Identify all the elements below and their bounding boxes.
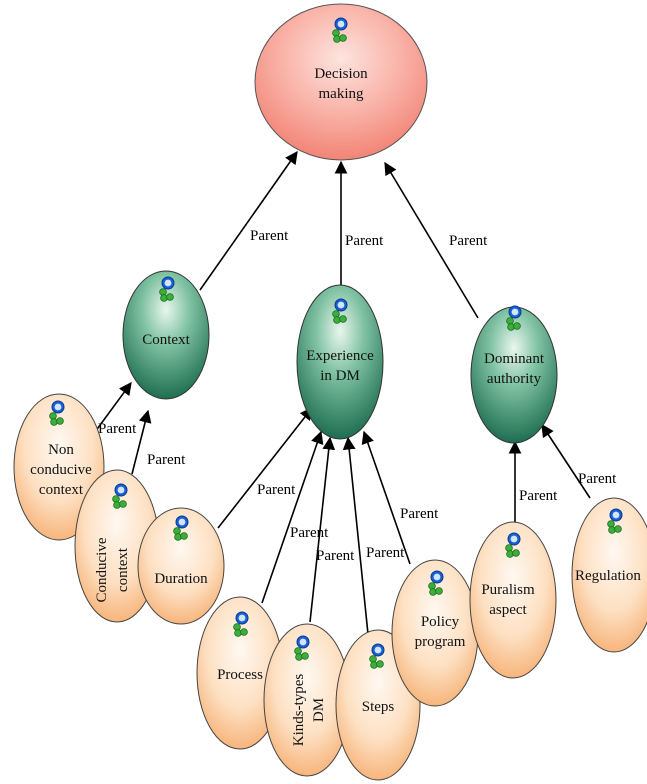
- node-label: context: [115, 547, 131, 592]
- edge-label: Parent: [290, 525, 329, 541]
- node-process[interactable]: Process: [196, 596, 284, 750]
- node-regulation[interactable]: Regulation: [571, 497, 647, 653]
- node-puralism-aspect[interactable]: Puralism aspect: [469, 521, 557, 679]
- edge-process-experience: [261, 430, 324, 604]
- edge-label: Parent: [519, 488, 558, 504]
- edge-dominant-root: [384, 161, 479, 319]
- edge-regulation-dominant: [541, 423, 591, 499]
- edge-label: Parent: [400, 506, 439, 522]
- node-label: in DM: [320, 368, 360, 384]
- edge-label: Parent: [449, 233, 488, 249]
- node-label: Steps: [362, 699, 395, 715]
- edge-label: Parent: [250, 228, 289, 244]
- node-policy-program[interactable]: Policy program: [391, 559, 479, 707]
- node-decision-making[interactable]: Decision making: [254, 3, 428, 161]
- node-label: DM: [311, 698, 327, 722]
- edge-policy-experience: [361, 430, 411, 565]
- edge-kinds-experience: [309, 436, 336, 623]
- node-label: Decision: [314, 66, 368, 82]
- node-label: Regulation: [575, 568, 641, 584]
- edge-label: Parent: [147, 452, 186, 468]
- node-label: Policy: [421, 614, 460, 630]
- edge-duration-experience: [217, 406, 313, 529]
- edge-steps-experience: [342, 436, 369, 635]
- node-duration[interactable]: Duration: [137, 507, 225, 625]
- node-label: context: [39, 482, 84, 498]
- edge-conducive-context: [131, 409, 152, 475]
- edge-label: Parent: [366, 545, 405, 561]
- edge-nonconducive-context: [91, 381, 132, 437]
- node-label: Conducive: [94, 537, 110, 602]
- node-non-conducive-context[interactable]: Non conducive context: [13, 393, 105, 541]
- node-label: conducive: [30, 462, 92, 478]
- node-conducive-context[interactable]: Conducive context: [74, 469, 160, 623]
- edge-labels: Parent Parent Parent Parent Parent Paren…: [98, 228, 617, 564]
- edge-context-root: [199, 150, 298, 291]
- node-label: Puralism: [481, 582, 535, 598]
- edge-label: Parent: [98, 421, 137, 437]
- edge-label: Parent: [316, 548, 355, 564]
- node-label: Duration: [154, 571, 208, 587]
- node-context[interactable]: Context: [122, 270, 210, 400]
- edge-label: Parent: [578, 471, 617, 487]
- node-label: Context: [142, 332, 190, 348]
- node-label: Process: [217, 667, 263, 683]
- edge-label: Parent: [345, 233, 384, 249]
- node-label: Non: [48, 442, 74, 458]
- node-label: program: [415, 634, 466, 650]
- node-label: Experience: [306, 348, 374, 364]
- node-label: Kinds-types: [291, 674, 307, 747]
- edge-label: Parent: [257, 482, 296, 498]
- node-label: aspect: [489, 602, 527, 618]
- edges: [91, 150, 591, 635]
- node-experience-in-dm[interactable]: Experience in DM: [296, 284, 384, 440]
- node-dominant-authority[interactable]: Dominant authority: [470, 305, 558, 444]
- node-label: Dominant: [484, 351, 545, 367]
- node-label: making: [319, 86, 364, 102]
- node-label: authority: [487, 371, 542, 387]
